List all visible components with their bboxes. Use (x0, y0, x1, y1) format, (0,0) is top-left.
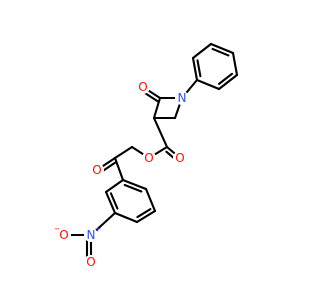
lactam-nitrogen-label: N (178, 91, 187, 105)
ester-carbonyl-oxygen-label: O (175, 151, 184, 165)
phenyl-bond-3-inner (211, 47, 230, 57)
nitrophenyl-bond-6 (121, 178, 148, 191)
nitrophenyl-bond-6-inner (123, 183, 143, 193)
phenyl-bond-1-inner (196, 59, 202, 78)
nitro-oxygen-left-atom: O − (54, 225, 71, 242)
ring-bond-c3-c5 (152, 96, 162, 120)
ester-carbonyl-oxygen-atom: O (173, 151, 187, 165)
nitrophenyl-bond-2-inner (109, 192, 119, 210)
nitro-nitrogen-atom: N + (84, 225, 102, 242)
phenyl-bond-6 (195, 78, 221, 91)
nitrophenyl-bond-4 (135, 209, 157, 224)
phenyl-bond-5 (217, 73, 239, 91)
ketone-oxygen-label: O (92, 163, 101, 177)
phenyl-bond-5-inner (218, 72, 234, 85)
ester-ether-oxygen-atom: O (142, 151, 156, 165)
nitro-oxygen-left-label: O (59, 228, 68, 242)
phenyl-bond-2 (191, 42, 213, 60)
phenyl-bond-1 (191, 56, 199, 82)
nitrophenyl-bond-3 (113, 211, 139, 224)
ketone-ring-bond (113, 156, 125, 182)
c3-carbonyl-bond (152, 116, 169, 149)
nitro-nitrogen-label: N (87, 228, 96, 242)
nitro-oxygen-down-atom: O (84, 255, 98, 269)
atom-label-layer: O N O O O N + O O − (54, 80, 189, 269)
nitrophenyl-bond-1 (104, 178, 125, 194)
nitro-nitrogen-charge: + (95, 225, 102, 234)
molecule-structure: O N O O O N + O O − (54, 42, 239, 269)
oxo-oxygen-atom: O (136, 80, 150, 94)
oxo-oxygen-label: O (138, 80, 147, 94)
ch2-ketone-bond (113, 145, 134, 160)
ester-ether-oxygen-label: O (144, 151, 153, 165)
phenyl-bond-4 (231, 51, 239, 77)
nitrophenyl-bond-5 (144, 187, 157, 213)
nitrophenyl-bond-2 (104, 190, 117, 215)
ketone-oxygen-atom: O (90, 163, 104, 177)
nitrophenyl-bond-4-inner (136, 208, 152, 219)
phenyl-bond-3 (209, 42, 235, 55)
lactam-nitrogen-atom: N (175, 91, 189, 105)
nitro-oxygen-down-label: O (86, 255, 95, 269)
nitro-oxygen-left-charge: − (54, 225, 61, 234)
